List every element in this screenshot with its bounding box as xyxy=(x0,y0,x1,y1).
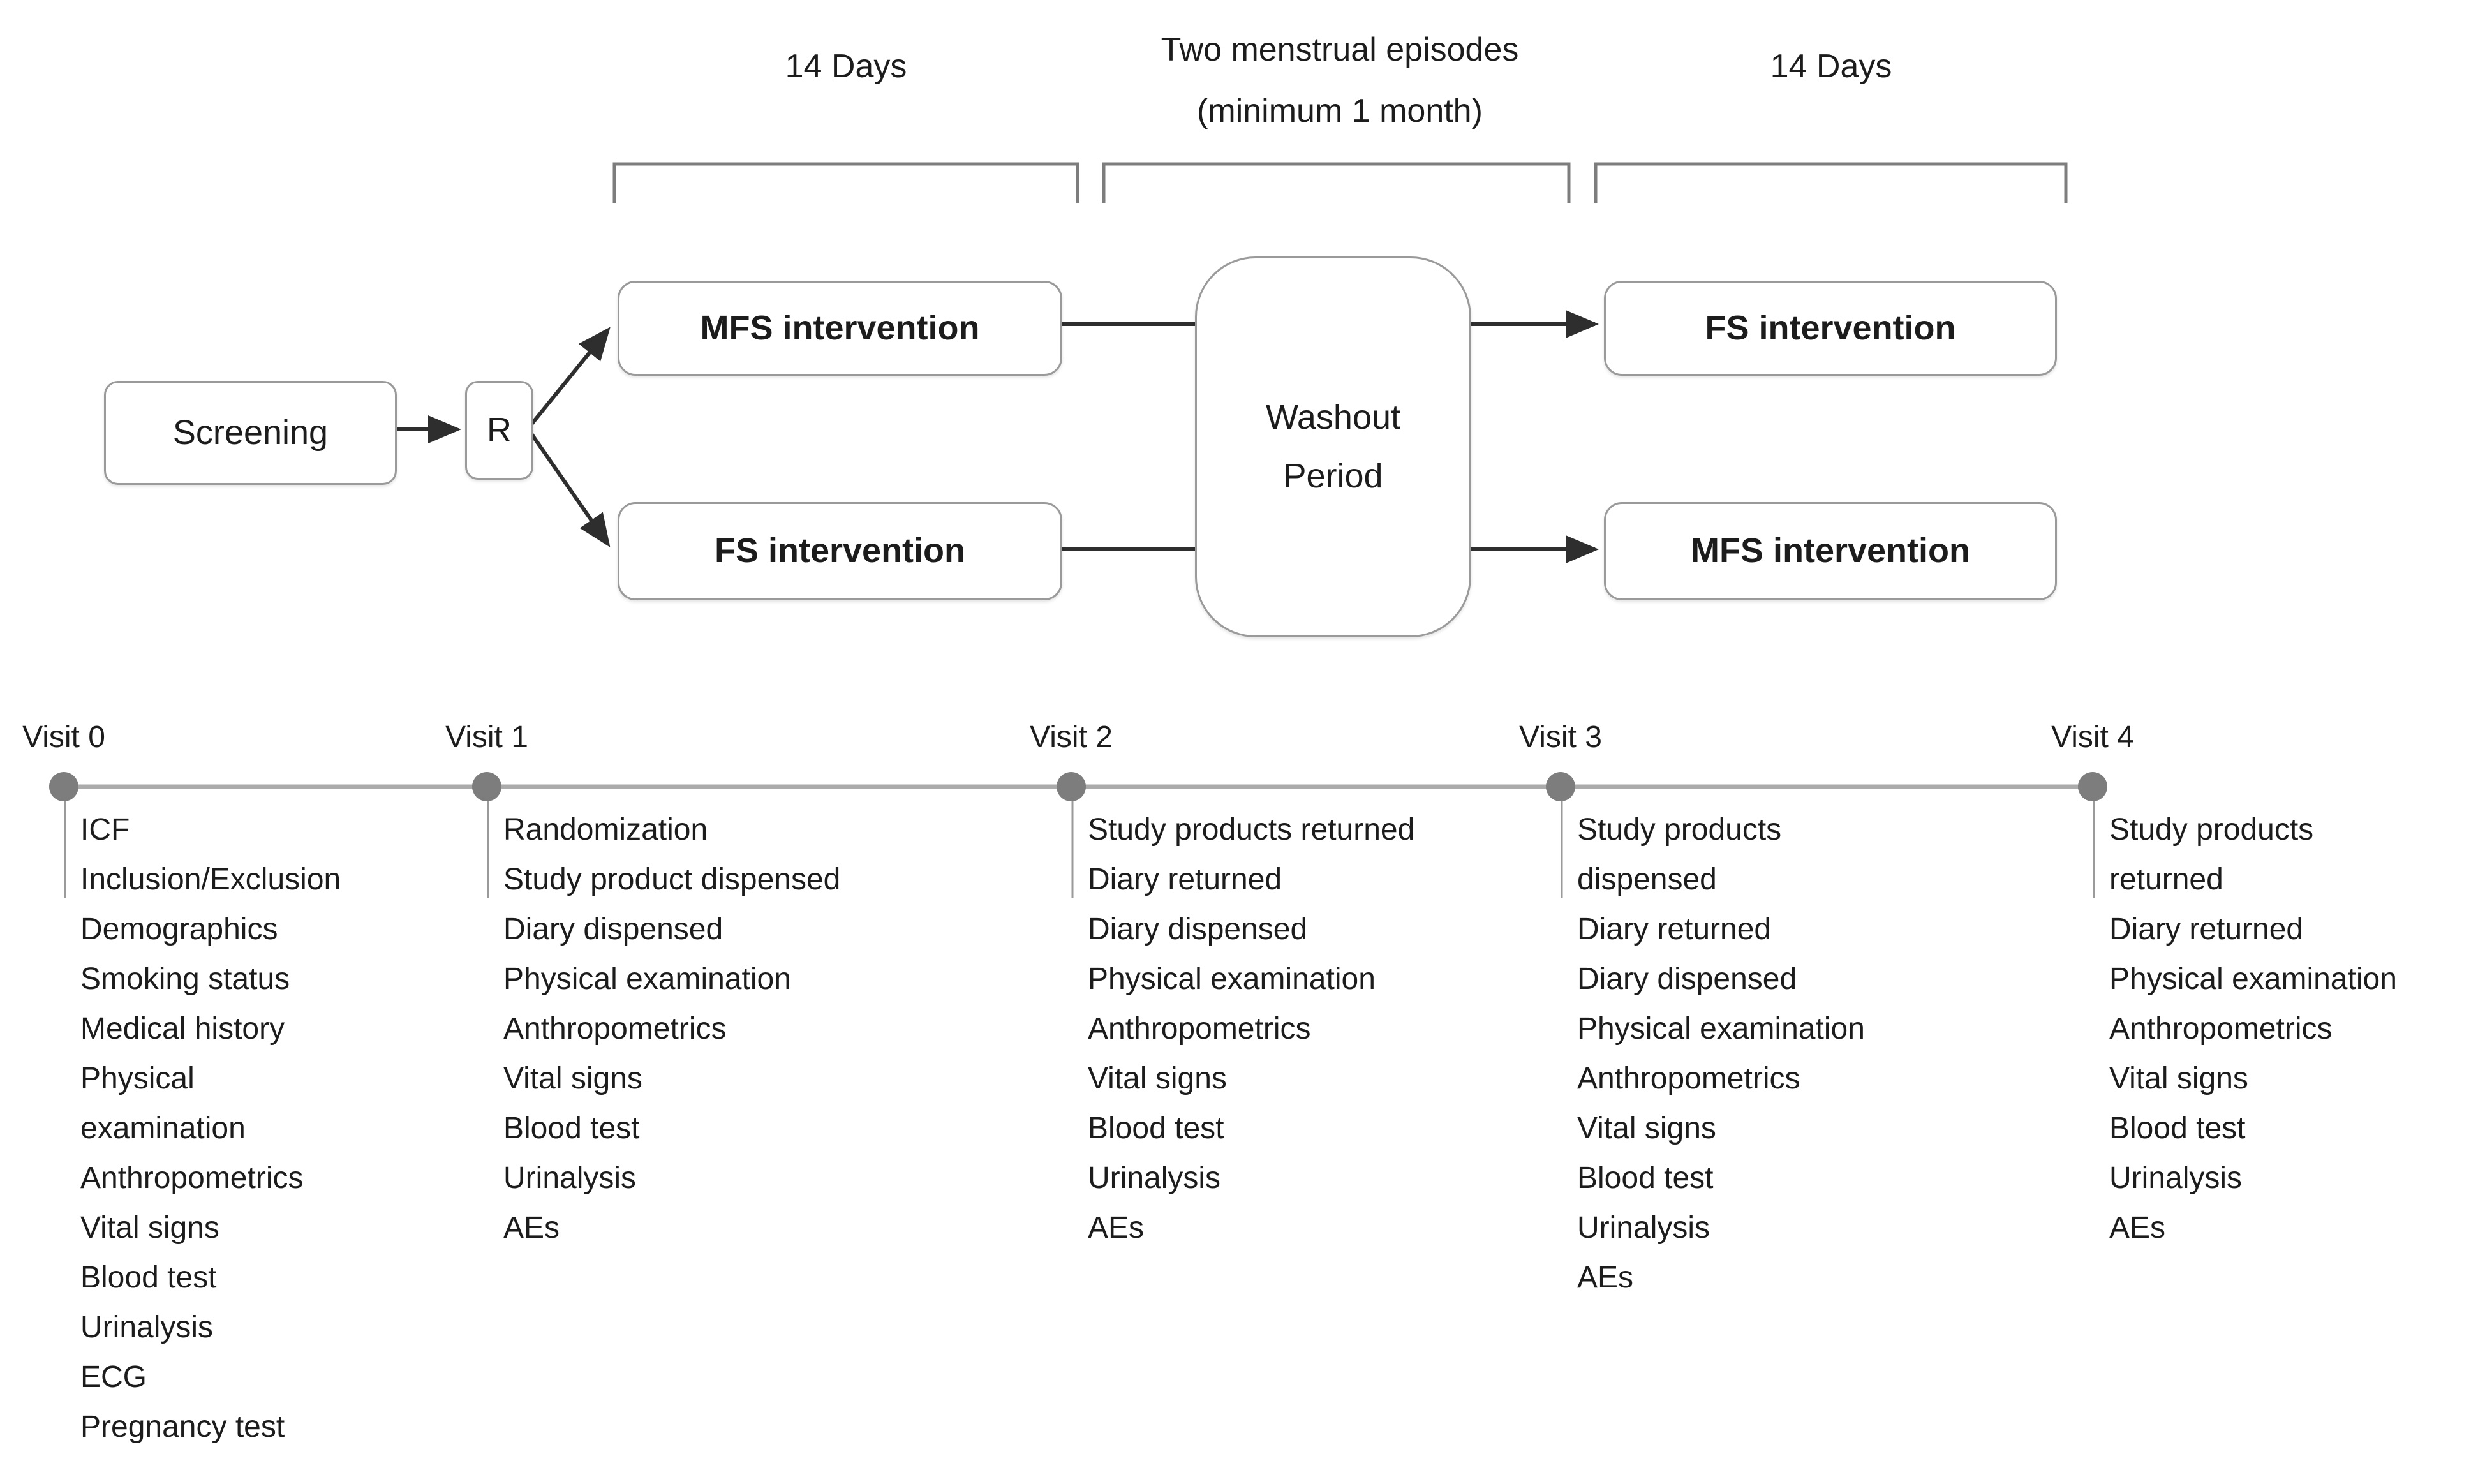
activity-item: Medical history xyxy=(80,1012,285,1046)
bracket-washout-icon xyxy=(1102,162,1571,203)
activity-item: Anthropometrics xyxy=(2109,1012,2333,1046)
activity-item: Blood test xyxy=(80,1261,217,1295)
visit-3-label: Visit 3 xyxy=(1519,720,1602,754)
washout-period-box: Washout Period xyxy=(1195,256,1471,637)
activity-item: Diary returned xyxy=(2109,912,2304,946)
activity-item: Smoking status xyxy=(80,962,290,996)
activity-item: Anthropometrics xyxy=(1088,1012,1311,1046)
visit-0-dot xyxy=(49,772,78,801)
activity-item: Blood test xyxy=(1577,1161,1714,1195)
phase1-duration-label: 14 Days xyxy=(785,48,907,85)
activity-item: Diary returned xyxy=(1577,912,1772,946)
activity-item: Anthropometrics xyxy=(1577,1062,1800,1095)
activity-item: Diary dispensed xyxy=(1088,912,1308,946)
activity-item: Vital signs xyxy=(503,1062,642,1095)
mfs-intervention-phase2-box: MFS intervention xyxy=(1604,502,2057,600)
washout-duration-line1: Two menstrual episodes xyxy=(1161,31,1519,68)
activity-item: Pregnancy test xyxy=(80,1410,285,1444)
activity-item: Urinalysis xyxy=(80,1310,214,1344)
visit-2-dot xyxy=(1057,772,1086,801)
activity-item: AEs xyxy=(1088,1211,1145,1245)
activity-item: Physical examination xyxy=(1088,962,1376,996)
activity-item: returned xyxy=(2109,863,2223,896)
activity-item: Diary dispensed xyxy=(503,912,723,946)
bracket-phase1-icon xyxy=(612,162,1079,203)
washout-box-line2: Period xyxy=(1283,456,1383,495)
activity-item: examination xyxy=(80,1111,246,1145)
fs-intervention-phase1-box: FS intervention xyxy=(618,502,1062,600)
screening-box: Screening xyxy=(104,381,397,485)
phase2-duration-label: 14 Days xyxy=(1770,48,1892,85)
arrow-r-to-fs1 xyxy=(530,433,611,547)
activity-item: Study product dispensed xyxy=(503,863,841,896)
visit-4-label: Visit 4 xyxy=(2051,720,2134,754)
activity-item: ICF xyxy=(80,813,130,847)
activity-item: AEs xyxy=(1577,1261,1634,1295)
activity-item: Anthropometrics xyxy=(503,1012,727,1046)
activity-item: Randomization xyxy=(503,813,708,847)
activity-item: Study products xyxy=(1577,813,1782,847)
visit-3-dot xyxy=(1546,772,1575,801)
activity-item: Demographics xyxy=(80,912,278,946)
visit-1-label: Visit 1 xyxy=(445,720,528,754)
arrow-r-to-mfs1 xyxy=(530,327,611,426)
activity-item: ECG xyxy=(80,1360,147,1394)
activity-item: AEs xyxy=(2109,1211,2166,1245)
activity-item: AEs xyxy=(503,1211,560,1245)
activity-item: Urinalysis xyxy=(503,1161,637,1195)
activity-item: Urinalysis xyxy=(1088,1161,1221,1195)
visit-0-label: Visit 0 xyxy=(22,720,105,754)
activity-item: Urinalysis xyxy=(1577,1211,1710,1245)
visit-1-dot xyxy=(472,772,501,801)
randomization-box: R xyxy=(465,381,533,480)
activity-item: Urinalysis xyxy=(2109,1161,2243,1195)
visit-2-label: Visit 2 xyxy=(1030,720,1113,754)
activity-item: Diary dispensed xyxy=(1577,962,1797,996)
activity-item: Vital signs xyxy=(2109,1062,2248,1095)
activity-item: Blood test xyxy=(1088,1111,1224,1145)
activity-item: Vital signs xyxy=(1088,1062,1227,1095)
activity-item: Anthropometrics xyxy=(80,1161,304,1195)
mfs-intervention-phase1-box: MFS intervention xyxy=(618,281,1062,376)
activity-item: Vital signs xyxy=(80,1211,219,1245)
activity-item: Vital signs xyxy=(1577,1111,1716,1145)
activity-item: Study products xyxy=(2109,813,2314,847)
washout-duration-label: Two menstrual episodes (minimum 1 month) xyxy=(1161,19,1519,142)
activity-item: Blood test xyxy=(503,1111,640,1145)
activity-item: Blood test xyxy=(2109,1111,2246,1145)
activity-item: dispensed xyxy=(1577,863,1717,896)
activity-item: Diary returned xyxy=(1088,863,1282,896)
activity-item: Study products returned xyxy=(1088,813,1415,847)
activity-item: Physical examination xyxy=(1577,1012,1865,1046)
visit-4-dot xyxy=(2078,772,2107,801)
washout-box-line1: Washout xyxy=(1265,397,1401,436)
fs-intervention-phase2-box: FS intervention xyxy=(1604,281,2057,376)
activity-item: Physical xyxy=(80,1062,195,1095)
activity-item: Inclusion/Exclusion xyxy=(80,863,341,896)
washout-duration-line2: (minimum 1 month) xyxy=(1197,93,1483,130)
bracket-phase2-icon xyxy=(1594,162,2068,203)
activity-item: Physical examination xyxy=(2109,962,2397,996)
activity-item: Physical examination xyxy=(503,962,791,996)
